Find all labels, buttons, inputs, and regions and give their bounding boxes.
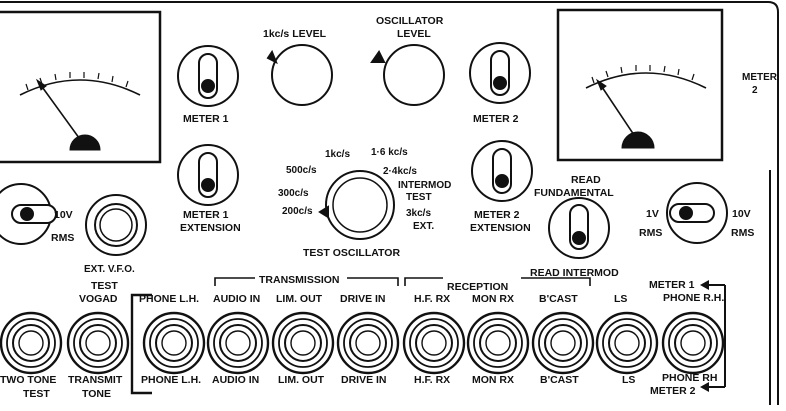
read-fundamental-label-1: READ xyxy=(571,174,601,186)
socket-label-bottom: PHONE RH xyxy=(662,372,717,384)
socket-label-bottom: LS xyxy=(622,374,635,386)
meter-2-extension-label-1: METER 2 xyxy=(474,209,520,221)
socket-label-top: MON RX xyxy=(472,293,514,305)
connector-socket[interactable] xyxy=(206,311,270,375)
ext-vfo-socket[interactable] xyxy=(85,194,147,256)
transmission-label: TRANSMISSION xyxy=(259,274,340,286)
meter-2-number: 2 xyxy=(752,85,758,96)
socket-label-top: LS xyxy=(614,293,627,305)
socket-label-bottom-line2: TEST xyxy=(23,388,50,400)
oscillator-level-label-1: OSCILLATOR xyxy=(376,15,444,27)
read-fundamental-switch[interactable] xyxy=(548,197,610,259)
left-rms-label: RMS xyxy=(51,232,74,244)
socket-label-bottom: PHONE L.H. xyxy=(141,374,201,386)
socket-label-top: LIM. OUT xyxy=(276,293,323,305)
osc-pos-3kcs: 3kc/s xyxy=(406,208,431,219)
connector-socket[interactable] xyxy=(531,311,595,375)
left-range-switch[interactable] xyxy=(0,183,57,245)
osc-pos-test: TEST xyxy=(406,192,432,203)
meter-2-extension-switch[interactable] xyxy=(471,140,533,202)
read-fundamental-label-2: FUNDAMENTAL xyxy=(534,187,614,199)
meter-2 xyxy=(556,8,724,162)
socket-label-bottom: MON RX xyxy=(472,374,514,386)
oscillator-level-knob[interactable] xyxy=(370,44,445,106)
oscillator-level-label-2: LEVEL xyxy=(397,28,431,40)
meter-1-arrow-icon xyxy=(700,280,709,290)
connector-socket[interactable] xyxy=(466,311,530,375)
meter-1 xyxy=(0,10,162,164)
meter-1-arrow-label: METER 1 xyxy=(649,279,695,291)
meter-2-switch[interactable] xyxy=(469,42,531,104)
meter-2-arrow-icon xyxy=(700,382,709,392)
connector-socket[interactable] xyxy=(142,311,206,375)
meter-2-title: METER xyxy=(742,72,778,83)
read-intermod-label: READ INTERMOD xyxy=(530,267,619,279)
connector-socket[interactable] xyxy=(402,311,466,375)
osc-pos-1kcs: 1kc/s xyxy=(325,149,350,160)
socket-label-bottom: TWO TONE xyxy=(0,374,56,386)
socket-label-bottom: AUDIO IN xyxy=(212,374,259,386)
test-oscillator-knob[interactable] xyxy=(318,170,395,240)
socket-label-bottom: TRANSMIT xyxy=(68,374,123,386)
meter-1-extension-label-2: EXTENSION xyxy=(180,222,241,234)
socket-label-top: PHONE R.H. xyxy=(663,292,724,304)
meter-1-extension-switch[interactable] xyxy=(177,144,239,206)
left-10v-label: 10V xyxy=(54,209,73,221)
osc-pos-500cs: 500c/s xyxy=(286,165,317,176)
meter-1-extension-label-1: METER 1 xyxy=(183,209,229,221)
left-bracket xyxy=(130,293,152,395)
connector-socket[interactable] xyxy=(66,311,130,375)
right-1v-label: 1V xyxy=(646,208,659,220)
right-rms-left-label: RMS xyxy=(639,227,662,239)
osc-pos-1-6kcs: 1·6 kc/s xyxy=(371,147,408,158)
socket-label-top: PHONE L.H. xyxy=(139,293,199,305)
socket-row xyxy=(0,311,725,375)
test-label: TEST xyxy=(91,280,118,292)
socket-label-bottom: DRIVE IN xyxy=(341,374,387,386)
connector-socket[interactable] xyxy=(0,311,63,375)
connector-socket[interactable] xyxy=(661,311,725,375)
meter-1-switch-label: METER 1 xyxy=(183,113,229,125)
panel-border xyxy=(0,1,779,405)
osc-pos-ext: EXT. xyxy=(413,221,434,232)
right-rms-right-label: RMS xyxy=(731,227,754,239)
socket-label-bottom: H.F. RX xyxy=(414,374,450,386)
meter-2-extension-label-2: EXTENSION xyxy=(470,222,531,234)
osc-pos-intermod: INTERMOD xyxy=(398,180,451,191)
meter-1-switch[interactable] xyxy=(177,45,239,107)
right-10v-label: 10V xyxy=(732,208,751,220)
ext-vfo-label: EXT. V.F.O. xyxy=(84,264,135,275)
osc-pos-200cs: 200c/s xyxy=(282,206,313,217)
socket-label-bottom-line2: TONE xyxy=(82,388,111,400)
vogad-label: VOGAD xyxy=(79,293,118,305)
meter-2-switch-label: METER 2 xyxy=(473,113,519,125)
level-1kcs-label: 1kc/s LEVEL xyxy=(263,28,327,40)
right-range-switch[interactable] xyxy=(666,182,728,244)
test-oscillator-label: TEST OSCILLATOR xyxy=(303,247,400,259)
socket-label-bottom: B'CAST xyxy=(540,374,579,386)
meter-2-arrow-label: METER 2 xyxy=(650,385,696,397)
socket-label-top: H.F. RX xyxy=(414,293,450,305)
reception-label: RECEPTION xyxy=(447,281,508,293)
connector-socket[interactable] xyxy=(271,311,335,375)
socket-label-top: DRIVE IN xyxy=(340,293,386,305)
connector-socket[interactable] xyxy=(595,311,659,375)
osc-pos-300cs: 300c/s xyxy=(278,188,309,199)
socket-label-bottom: LIM. OUT xyxy=(278,374,325,386)
level-1kcs-knob[interactable] xyxy=(266,44,333,106)
socket-label-top: AUDIO IN xyxy=(213,293,260,305)
socket-label-top: B'CAST xyxy=(539,293,578,305)
osc-pos-2-4kcs: 2·4kc/s xyxy=(383,166,417,177)
connector-socket[interactable] xyxy=(336,311,400,375)
